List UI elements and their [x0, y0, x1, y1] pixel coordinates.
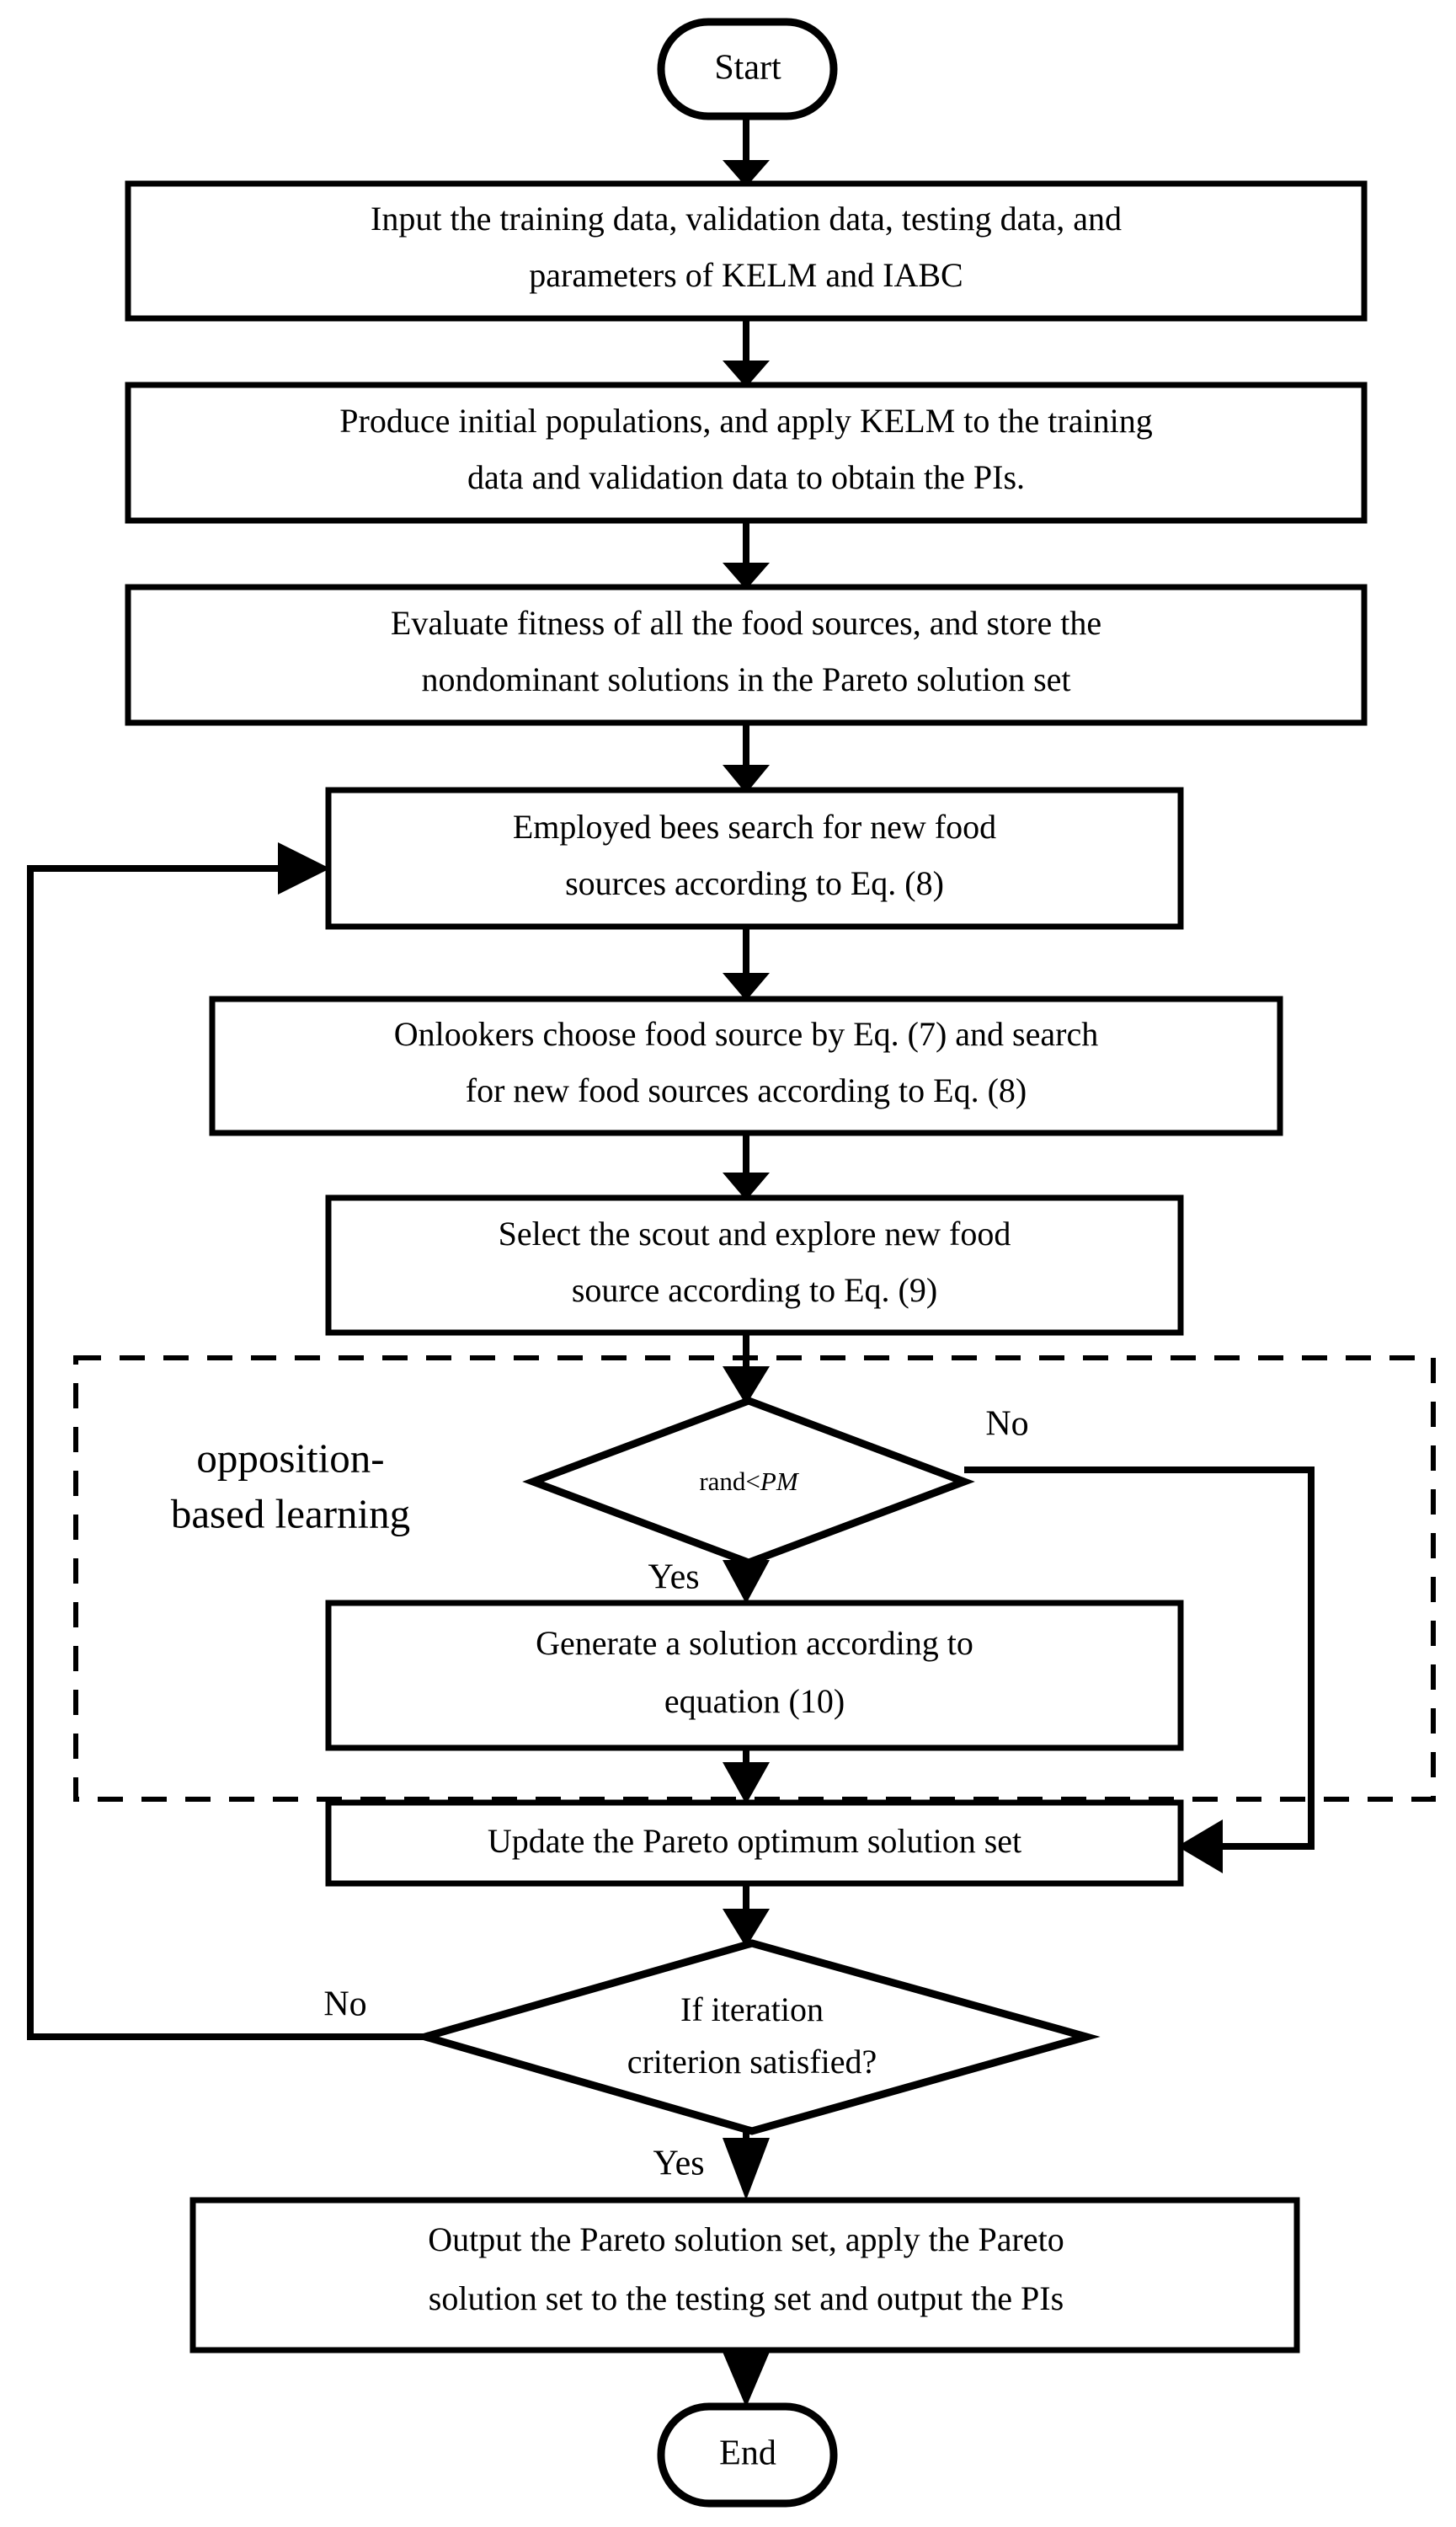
connector-rand-no-to-update — [964, 1467, 1315, 1873]
node-employed-bees-line2: sources according to Eq. (8) — [565, 864, 944, 902]
node-onlookers[interactable]: Onlookers choose food source by Eq. (7) … — [209, 996, 1283, 1136]
node-output-line2: solution set to the testing set and outp… — [429, 2279, 1064, 2317]
node-scout-line2: source according to Eq. (9) — [572, 1271, 937, 1309]
connector-generate-to-update — [723, 1748, 770, 1804]
connector-iteration-yes-to-output — [723, 2131, 770, 2200]
node-iteration-decision-line2: criterion satisfied? — [627, 2043, 877, 2081]
node-produce[interactable]: Produce initial populations, and apply K… — [125, 382, 1368, 524]
node-generate[interactable]: Generate a solution according to equatio… — [325, 1600, 1184, 1751]
node-employed-bees-line1: Employed bees search for new food — [513, 808, 996, 846]
node-input[interactable]: Input the training data, validation data… — [125, 180, 1368, 322]
node-employed-bees[interactable]: Employed bees search for new food source… — [325, 787, 1184, 930]
connector-produce-to-evaluate — [723, 521, 770, 590]
connector-iteration-no-to-employed — [27, 842, 425, 2040]
node-produce-line1: Produce initial populations, and apply K… — [339, 402, 1152, 440]
group-label-line2: based learning — [171, 1490, 410, 1536]
node-produce-line2: data and validation data to obtain the P… — [467, 458, 1025, 496]
node-iteration-decision[interactable]: If iteration criterion satisfied? — [411, 1939, 1101, 2135]
node-onlookers-line2: for new food sources according to Eq. (8… — [466, 1071, 1027, 1109]
node-start-label: Start — [714, 49, 781, 88]
node-generate-line2: equation (10) — [664, 1682, 845, 1720]
node-evaluate-line1: Evaluate fitness of all the food sources… — [391, 604, 1101, 642]
rand-prefix: rand< — [699, 1467, 760, 1496]
node-output-line1: Output the Pareto solution set, apply th… — [428, 2220, 1064, 2258]
group-label-line1: opposition- — [196, 1434, 384, 1481]
node-scout[interactable]: Select the scout and explore new food so… — [325, 1194, 1184, 1336]
node-rand-decision-label: rand<PM — [699, 1467, 800, 1496]
node-update[interactable]: Update the Pareto optimum solution set — [325, 1799, 1184, 1887]
edge-label-iteration-no: No — [323, 1985, 366, 2024]
node-rand-decision[interactable]: rand<PM — [522, 1397, 975, 1567]
connector-input-to-produce — [723, 318, 770, 387]
node-end[interactable]: End — [657, 2402, 838, 2508]
node-end-label: End — [719, 2434, 776, 2473]
node-scout-line1: Select the scout and explore new food — [499, 1215, 1011, 1253]
node-onlookers-line1: Onlookers choose food source by Eq. (7) … — [394, 1015, 1098, 1053]
connector-start-to-input — [723, 116, 770, 187]
edge-label-rand-no: No — [985, 1405, 1028, 1444]
connector-onlookers-to-scout — [723, 1133, 770, 1200]
connector-rand-yes-to-generate — [723, 1560, 770, 1604]
node-evaluate[interactable]: Evaluate fitness of all the food sources… — [125, 584, 1368, 726]
node-input-line2: parameters of KELM and IABC — [529, 256, 963, 294]
edge-label-iteration-yes: Yes — [653, 2145, 704, 2183]
connector-evaluate-to-employed — [723, 723, 770, 793]
node-output[interactable]: Output the Pareto solution set, apply th… — [189, 2197, 1300, 2353]
edge-label-rand-yes: Yes — [648, 1558, 699, 1597]
connector-employed-to-onlookers — [723, 927, 770, 1001]
node-evaluate-line2: nondominant solutions in the Pareto solu… — [421, 660, 1070, 698]
opposition-based-learning-group — [73, 1355, 1436, 1802]
node-iteration-decision-line1: If iteration — [680, 1990, 824, 2028]
node-generate-line1: Generate a solution according to — [536, 1624, 973, 1662]
connector-scout-to-rand — [723, 1333, 770, 1405]
node-start[interactable]: Start — [657, 18, 838, 120]
node-input-line1: Input the training data, validation data… — [371, 200, 1122, 238]
rand-italic-pm: PM — [760, 1467, 800, 1496]
connector-update-to-iteration — [723, 1883, 770, 1947]
node-update-line1: Update the Pareto optimum solution set — [488, 1822, 1021, 1860]
connector-output-to-end — [723, 2350, 770, 2407]
